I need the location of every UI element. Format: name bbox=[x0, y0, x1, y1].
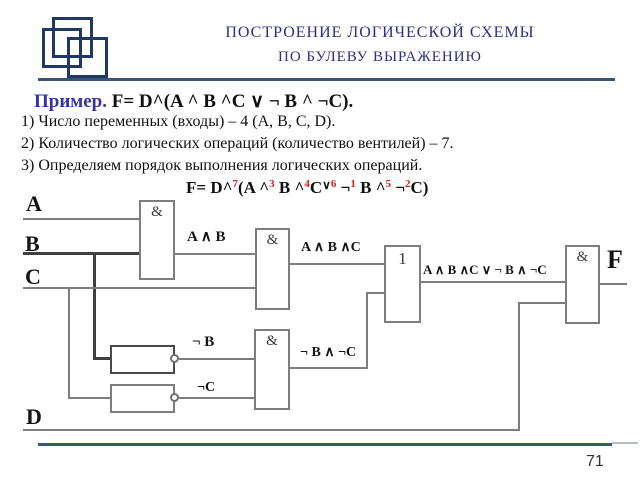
formula-base: ¬ bbox=[336, 178, 351, 197]
step-2: 2) Количество логических операций (колич… bbox=[21, 135, 454, 152]
and-gate-1: & bbox=[139, 200, 175, 280]
not-gate-b bbox=[110, 345, 175, 374]
step-1: 1) Число переменных (входы) – 4 (A, B, C… bbox=[21, 113, 336, 130]
order-formula: F= D^7(A ^3 B ^4C∨6 ¬1 B ^5 ¬2C) bbox=[186, 178, 428, 198]
logo-square-left bbox=[42, 28, 82, 68]
formula-superscript: 2 bbox=[405, 178, 411, 190]
formula-superscript: 5 bbox=[385, 178, 392, 190]
page-number: 71 bbox=[586, 453, 604, 470]
wire-label-nb-nc: ¬ B ∧ ¬C bbox=[300, 345, 357, 360]
example-formula: F= D^(A ^ B ^C ∨ ¬ B ^ ¬C). bbox=[107, 91, 354, 112]
wire-input-b bbox=[23, 252, 140, 255]
and-gate-4-symbol: & bbox=[576, 249, 589, 265]
wire-label-or-out: A ∧ B ∧C ∨ ¬ B ∧ ¬C bbox=[423, 262, 547, 277]
and-gate-2: & bbox=[255, 228, 290, 310]
wire-and3-to-or bbox=[366, 292, 386, 294]
formula-superscript: 4 bbox=[304, 178, 310, 190]
example-label: Пример. bbox=[34, 91, 107, 112]
wire-not1-out bbox=[179, 358, 255, 360]
not-gate-b-bubble-icon bbox=[170, 354, 179, 363]
wire-d-rise bbox=[518, 302, 520, 431]
formula-superscript: 6 bbox=[330, 178, 337, 190]
wire-b-branch-down bbox=[93, 252, 96, 360]
formula-superscript: 7 bbox=[232, 178, 238, 190]
wire-input-a bbox=[23, 218, 139, 220]
step-3: 3) Определяем порядок выполнения логичес… bbox=[21, 157, 423, 174]
slide-title-line1: ПОСТРОЕНИЕ ЛОГИЧЕСКОЙ СХЕМЫ bbox=[225, 24, 535, 41]
wire-and1-out bbox=[175, 253, 256, 255]
input-label-d: D bbox=[26, 404, 42, 429]
wire-not2-out bbox=[179, 397, 255, 399]
footer-rule bbox=[38, 443, 612, 446]
wire-input-c bbox=[23, 287, 256, 289]
not-gate-c bbox=[110, 384, 175, 413]
or-gate-symbol: 1 bbox=[398, 249, 407, 268]
wire-b-to-not1 bbox=[93, 357, 112, 360]
formula-base: B ^ bbox=[355, 178, 386, 197]
wire-d-to-and4 bbox=[518, 302, 567, 304]
wire-input-d bbox=[23, 429, 520, 431]
wire-label-not-c: ¬C bbox=[197, 380, 216, 395]
input-label-a: A bbox=[26, 191, 42, 216]
input-label-b: B bbox=[25, 231, 40, 256]
header-rule bbox=[38, 78, 615, 81]
slide-title-line2: ПО БУЛЕВУ ВЫРАЖЕНИЮ bbox=[278, 49, 482, 65]
formula-base: B ^ bbox=[274, 178, 305, 197]
and-gate-3: & bbox=[254, 329, 290, 410]
wire-output-f bbox=[600, 283, 627, 285]
wire-label-ab: A ∧ B bbox=[187, 229, 226, 245]
and-gate-1-symbol: & bbox=[151, 204, 163, 220]
and-gate-2-symbol: & bbox=[266, 232, 279, 248]
input-label-c: C bbox=[25, 264, 41, 289]
logo-square-right bbox=[67, 37, 108, 78]
wire-c-branch-down bbox=[68, 287, 70, 399]
and-gate-4: & bbox=[565, 245, 600, 324]
formula-base: C) bbox=[410, 178, 429, 197]
wire-and3-rise bbox=[366, 292, 368, 369]
formula-base: F= D^ bbox=[186, 178, 233, 197]
formula-superscript: 3 bbox=[269, 178, 275, 190]
wire-and3-out bbox=[290, 367, 368, 369]
formula-base: C bbox=[309, 178, 323, 197]
wire-label-not-b: ¬ B bbox=[192, 334, 215, 350]
footer-rule-extension bbox=[612, 442, 638, 444]
formula-base: (A ^ bbox=[237, 178, 270, 197]
formula-or-symbol: ∨ bbox=[322, 178, 331, 192]
output-label-f: F bbox=[607, 245, 623, 274]
formula-superscript: 1 bbox=[350, 178, 356, 190]
wire-c-to-not2 bbox=[68, 397, 112, 399]
wire-or-out bbox=[421, 281, 567, 283]
not-gate-c-bubble-icon bbox=[170, 393, 179, 402]
and-gate-3-symbol: & bbox=[266, 333, 278, 349]
formula-base: ¬ bbox=[391, 178, 406, 197]
or-gate: 1 bbox=[384, 245, 421, 323]
example-line: Пример. F= D^(A ^ B ^C ∨ ¬ B ^ ¬C). bbox=[34, 90, 353, 113]
wire-label-abc: A ∧ B ∧C bbox=[301, 240, 361, 255]
wire-and2-out bbox=[290, 263, 386, 265]
